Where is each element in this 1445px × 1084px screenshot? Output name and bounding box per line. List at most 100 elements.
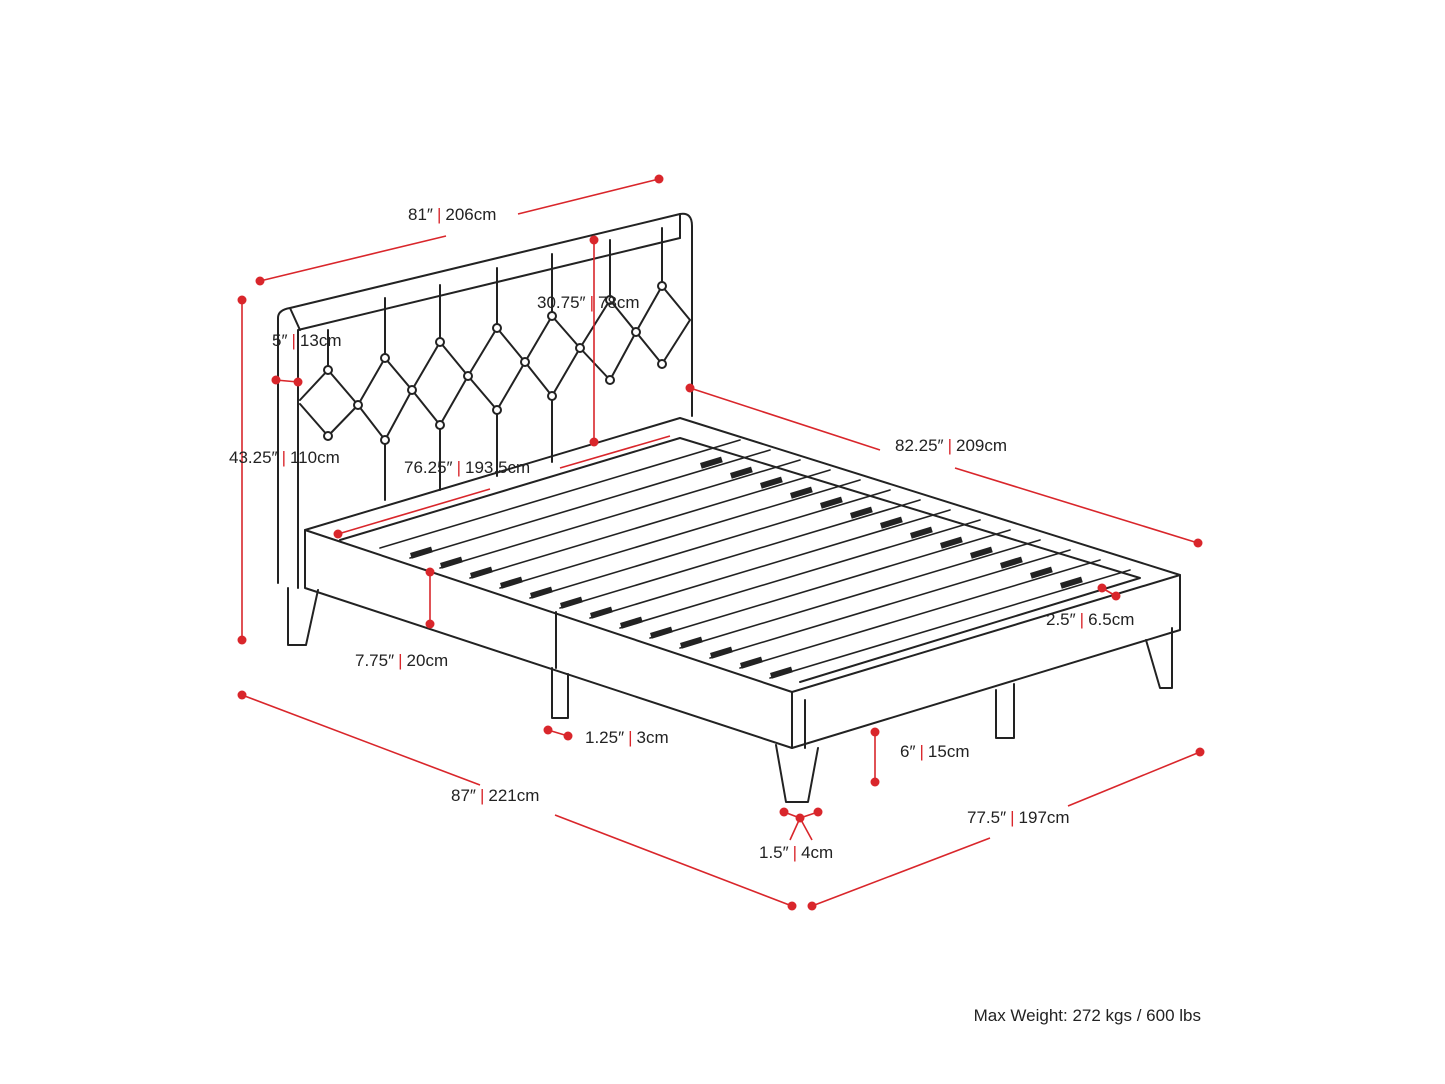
slat-connector [909, 526, 933, 539]
dimension-endpoint-dot [795, 813, 805, 823]
slat-connector [819, 496, 843, 509]
dimension-endpoint-dot [237, 295, 247, 305]
slats [379, 439, 1131, 679]
dimension-endpoint-dot [1111, 591, 1121, 601]
tuft-button [605, 295, 615, 305]
tuft-button [323, 365, 333, 375]
dimension-endpoint-dot [870, 777, 880, 787]
label-total-width: 77.5″|197cm [967, 808, 1070, 827]
slat-connector [879, 516, 903, 529]
dim-line-total-width-b [1067, 751, 1201, 807]
headboard-pleats [327, 227, 663, 501]
dim-line-headboard-width-b [517, 178, 660, 215]
dimension-endpoint-dot [1193, 538, 1203, 548]
dimension-endpoint-dot [255, 276, 265, 286]
dimension-endpoint-dot [1097, 583, 1107, 593]
dimension-endpoint-dot [870, 727, 880, 737]
dimension-endpoint-dot [1195, 747, 1205, 757]
slat-connector [440, 556, 463, 569]
label-slat-gap: 2.5″|6.5cm [1046, 610, 1135, 629]
tuft-button [657, 359, 667, 369]
max-weight-note: Max Weight: 272 kgs / 600 lbs [973, 1006, 1201, 1025]
slat-connector [1030, 566, 1053, 579]
slat-connector [500, 576, 523, 589]
slat-connector [740, 656, 763, 669]
label-inner-length: 82.25″|209cm [895, 436, 1008, 455]
tuft-button [547, 311, 557, 321]
leg-rear-left [287, 587, 319, 646]
leg-mid-foot [995, 683, 1015, 739]
tuft-button [520, 357, 530, 367]
dimension-endpoint-dot [425, 567, 435, 577]
dim-line-inner-width-b [559, 435, 671, 469]
dim-line-inner-length-a [689, 387, 881, 451]
slat-connector [1000, 556, 1023, 569]
dimension-endpoint-dot [543, 725, 553, 735]
leg-center [551, 667, 569, 719]
tuft-button [407, 385, 417, 395]
frame-side-rail [304, 529, 793, 749]
frame-rail-seam [555, 611, 806, 749]
dimension-endpoint-dot [779, 807, 789, 817]
label-leg-width: 1.5″|4cm [759, 843, 834, 862]
label-total-height: 43.25″|110cm [229, 448, 340, 467]
tuft-button [575, 343, 585, 353]
slat-connector [409, 546, 433, 559]
label-post-width: 5″|13cm [272, 331, 342, 350]
dim-line-headboard-width-a [259, 235, 447, 282]
slat-connector [650, 626, 673, 639]
tuft-button [463, 371, 473, 381]
tuft-button [380, 435, 390, 445]
frame-foot-rail [791, 574, 1181, 749]
slat-connector [790, 486, 813, 499]
tuft-button [492, 323, 502, 333]
headboard-top-edge [289, 213, 681, 331]
slat-connector [729, 466, 753, 479]
dimension-endpoint-dot [654, 174, 664, 184]
dim-line-inner-width [337, 488, 491, 535]
tuft-button [380, 353, 390, 363]
leg-front-corner [775, 744, 819, 803]
tuft-button [353, 400, 363, 410]
dim-line-total-length-b [554, 814, 793, 907]
tuft-button [492, 405, 502, 415]
slat-connector [850, 506, 873, 519]
dimension-endpoint-dot [685, 383, 695, 393]
dimension-endpoint-dot [425, 619, 435, 629]
tuft-button [435, 420, 445, 430]
dimension-endpoint-dot [813, 807, 823, 817]
dimension-endpoint-dot [787, 901, 797, 911]
label-center-leg: 1.25″|3cm [585, 728, 669, 747]
dimension-endpoint-dot [589, 235, 599, 245]
slat-connector [700, 456, 723, 469]
slat-connector [619, 616, 643, 629]
slat-connector [710, 646, 733, 659]
slat-connector [590, 606, 613, 619]
dimension-endpoint-dot [589, 437, 599, 447]
label-rail-height: 7.75″|20cm [355, 651, 449, 670]
slat-connector [770, 666, 793, 679]
label-total-length: 87″|221cm [451, 786, 540, 805]
dimension-endpoint-dot [807, 901, 817, 911]
dimension-endpoint-dot [293, 377, 303, 387]
headboard-outline [277, 212, 693, 584]
dimension-endpoint-dot [237, 690, 247, 700]
label-headboard-panel: 30.75″|78cm [537, 293, 640, 312]
tuft-button [657, 281, 667, 291]
leg-front-right [1145, 627, 1173, 689]
slat-connector [470, 566, 493, 579]
dim-line-total-width-a [811, 837, 991, 907]
frame-inner [339, 437, 1141, 683]
tuft-button [323, 431, 333, 441]
label-leg-height: 6″|15cm [900, 742, 970, 761]
dimension-endpoint-dot [271, 375, 281, 385]
slat-connector [760, 476, 783, 489]
tuft-button [605, 375, 615, 385]
slat-connector [530, 586, 553, 599]
dim-line-inner-length-b [954, 467, 1199, 544]
slat-connector [1060, 576, 1083, 589]
tuft-button [547, 391, 557, 401]
tuft-button [435, 337, 445, 347]
dim-line-total-length-a [241, 694, 481, 786]
